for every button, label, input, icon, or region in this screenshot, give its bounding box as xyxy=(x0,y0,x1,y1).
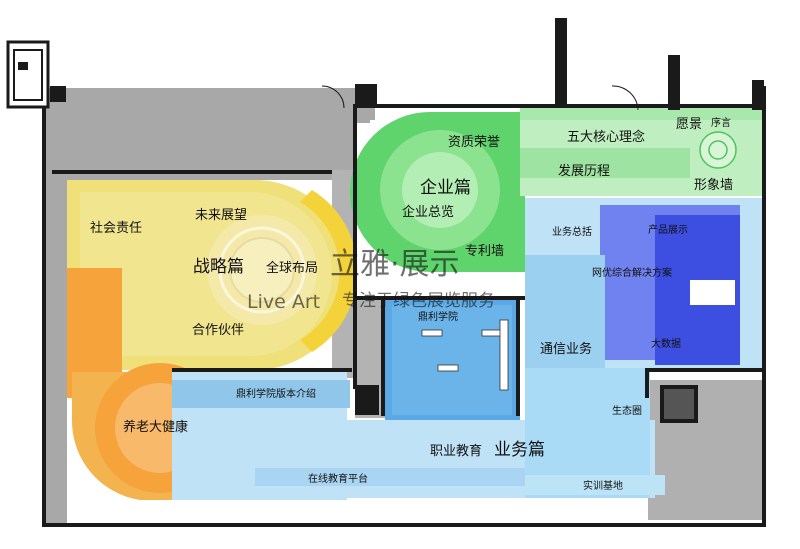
column-bottom-right-inner xyxy=(664,389,694,419)
column-academy xyxy=(355,385,379,415)
vision-emblem-inner xyxy=(708,140,728,160)
label-business-title: 业务篇 xyxy=(494,440,545,460)
label-global: 全球布局 xyxy=(266,260,318,276)
label-strategy-title: 战略篇 xyxy=(193,257,244,277)
label-overview: 企业总览 xyxy=(402,204,454,220)
online-band xyxy=(255,468,525,486)
label-academy-intro: 鼎利学院版本介绍 xyxy=(236,387,316,400)
label-elderly: 养老大健康 xyxy=(123,419,188,435)
corridor-top-left xyxy=(45,88,355,180)
label-academy: 鼎利学院 xyxy=(418,310,458,323)
label-history: 发展历程 xyxy=(558,163,610,179)
label-online: 在线教育平台 xyxy=(308,472,368,485)
training-band xyxy=(525,475,665,495)
label-vision: 愿景 xyxy=(676,117,702,132)
label-solution: 网优综合解决方案 xyxy=(592,266,672,279)
stair-block-inner xyxy=(13,49,43,101)
academy-zone-inner xyxy=(392,305,512,415)
academy-intro-band xyxy=(172,380,350,408)
telecom-zone xyxy=(525,255,605,370)
label-enterprise-title: 企业篇 xyxy=(420,178,471,198)
door-swing-top xyxy=(321,85,345,109)
label-patent: 专利墙 xyxy=(465,244,504,259)
academy-desk-1 xyxy=(421,329,443,337)
label-social: 社会责任 xyxy=(90,220,142,236)
door-swing-top-right xyxy=(611,85,639,111)
label-preface: 序言 xyxy=(711,116,731,129)
academy-screen xyxy=(499,319,509,391)
label-vocational: 职业教育 xyxy=(430,443,482,459)
label-summary: 业务总括 xyxy=(552,225,592,238)
label-bigdata: 大数据 xyxy=(651,337,681,350)
watermark-brand-en: Live Art xyxy=(247,291,320,313)
label-product: 产品展示 xyxy=(648,223,688,236)
academy-desk-2 xyxy=(481,329,503,337)
label-partner: 合作伙伴 xyxy=(192,323,244,338)
stair-block-mark xyxy=(18,62,28,70)
label-ecology: 生态圈 xyxy=(612,404,642,417)
corridor-left xyxy=(45,168,67,523)
strategy-curved-wall xyxy=(300,190,358,352)
watermark-logo-icon xyxy=(218,226,306,314)
vision-emblem-outer xyxy=(699,131,737,169)
label-core: 五大核心理念 xyxy=(567,129,645,145)
label-honor: 资质荣誉 xyxy=(448,135,500,150)
strategy-globe-inner xyxy=(229,237,295,303)
watermark-slogan: 专注于绿色展览服务 xyxy=(342,291,495,311)
enterprise-band-strip xyxy=(520,108,764,120)
label-training: 实训基地 xyxy=(583,479,623,492)
enterprise-history-strip xyxy=(520,148,690,178)
label-image-wall: 形象墙 xyxy=(694,178,733,193)
walls xyxy=(42,18,766,527)
label-telecom: 通信业务 xyxy=(540,341,592,357)
watermark-brand: 立雅·展示 xyxy=(330,247,460,282)
product-display-plinth xyxy=(690,280,735,305)
academy-desk-3 xyxy=(437,364,459,372)
label-future: 未来展望 xyxy=(195,207,247,223)
enterprise-circle-inner xyxy=(402,152,478,228)
